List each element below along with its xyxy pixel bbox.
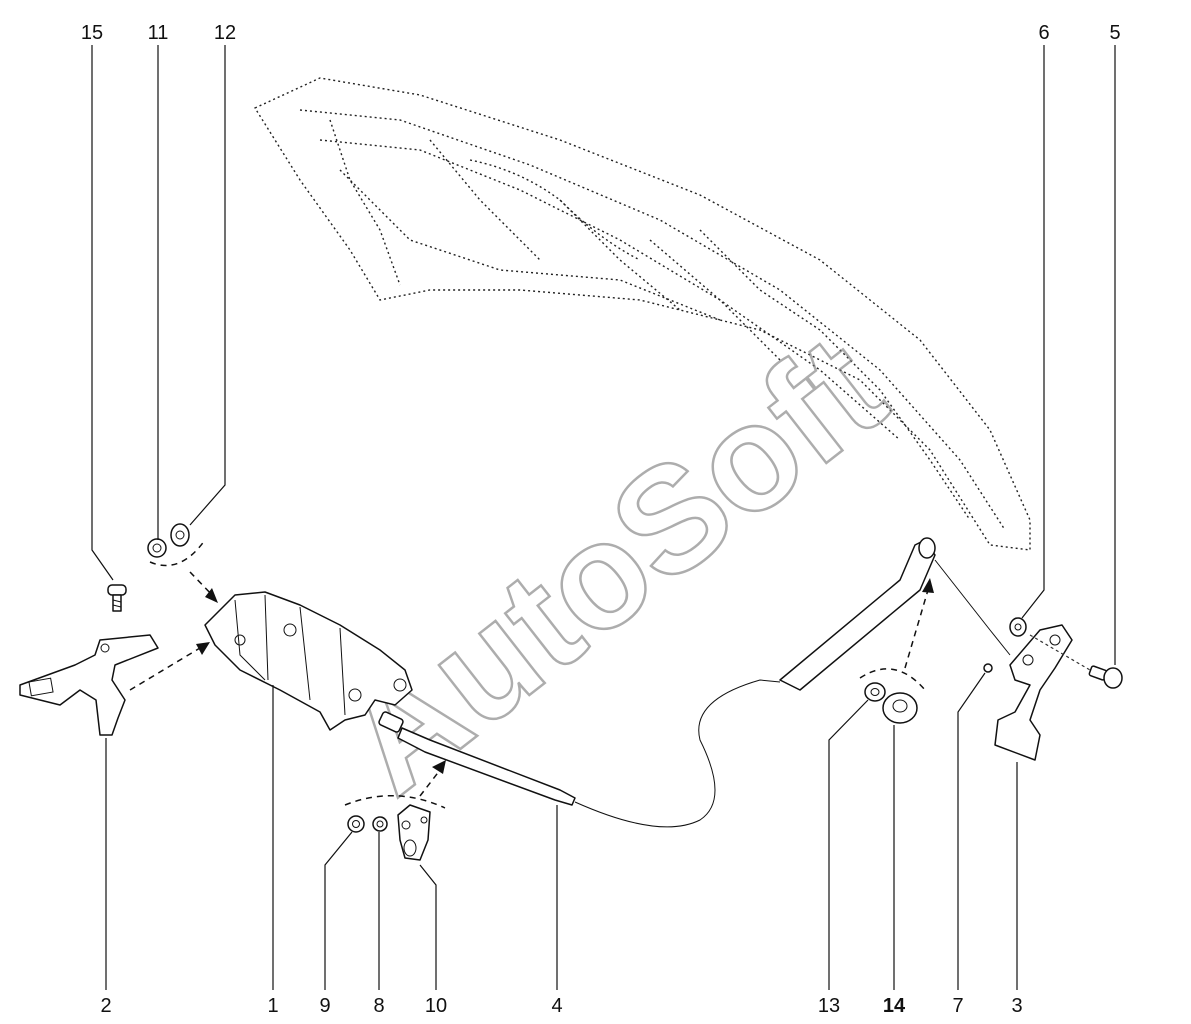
part-12-washer — [170, 523, 190, 547]
callout-numbers: 15 11 12 6 5 2 1 9 8 10 4 13 14 7 3 — [81, 22, 1121, 1017]
part-7-clip — [983, 663, 993, 673]
watermark-text: AutoSoft — [311, 303, 913, 825]
part-3-release-handle — [994, 624, 1073, 761]
callout-11: 11 — [148, 22, 169, 44]
part-8-washer — [372, 816, 388, 832]
part-2-hook-bracket — [19, 634, 159, 736]
callout-9: 9 — [319, 995, 330, 1017]
leader-lines — [91, 45, 1116, 990]
part-10-cable-clip — [397, 804, 431, 861]
callout-8: 8 — [373, 995, 384, 1017]
part-6-washer — [1009, 617, 1027, 637]
hood-panel — [253, 77, 1031, 551]
callout-13: 13 — [818, 995, 840, 1017]
callout-4: 4 — [551, 995, 562, 1017]
callout-1: 1 — [267, 995, 278, 1017]
part-11-nut — [147, 538, 167, 558]
callout-2: 2 — [100, 995, 111, 1017]
callout-10: 10 — [425, 995, 447, 1017]
part-4-release-cable — [378, 537, 1011, 828]
callout-3: 3 — [1011, 995, 1022, 1017]
callout-6: 6 — [1038, 22, 1049, 44]
part-15-bolt — [107, 584, 127, 612]
callout-7: 7 — [952, 995, 963, 1017]
callout-12: 12 — [214, 22, 236, 44]
callout-14: 14 — [883, 995, 906, 1017]
callout-15: 15 — [81, 22, 103, 44]
part-5-screw — [1088, 665, 1123, 689]
part-13-grommet — [864, 682, 886, 702]
assembly-arrows — [129, 539, 1091, 809]
part-9-nut — [347, 815, 365, 833]
part-14-grommet — [882, 692, 918, 724]
callout-5: 5 — [1109, 22, 1120, 44]
